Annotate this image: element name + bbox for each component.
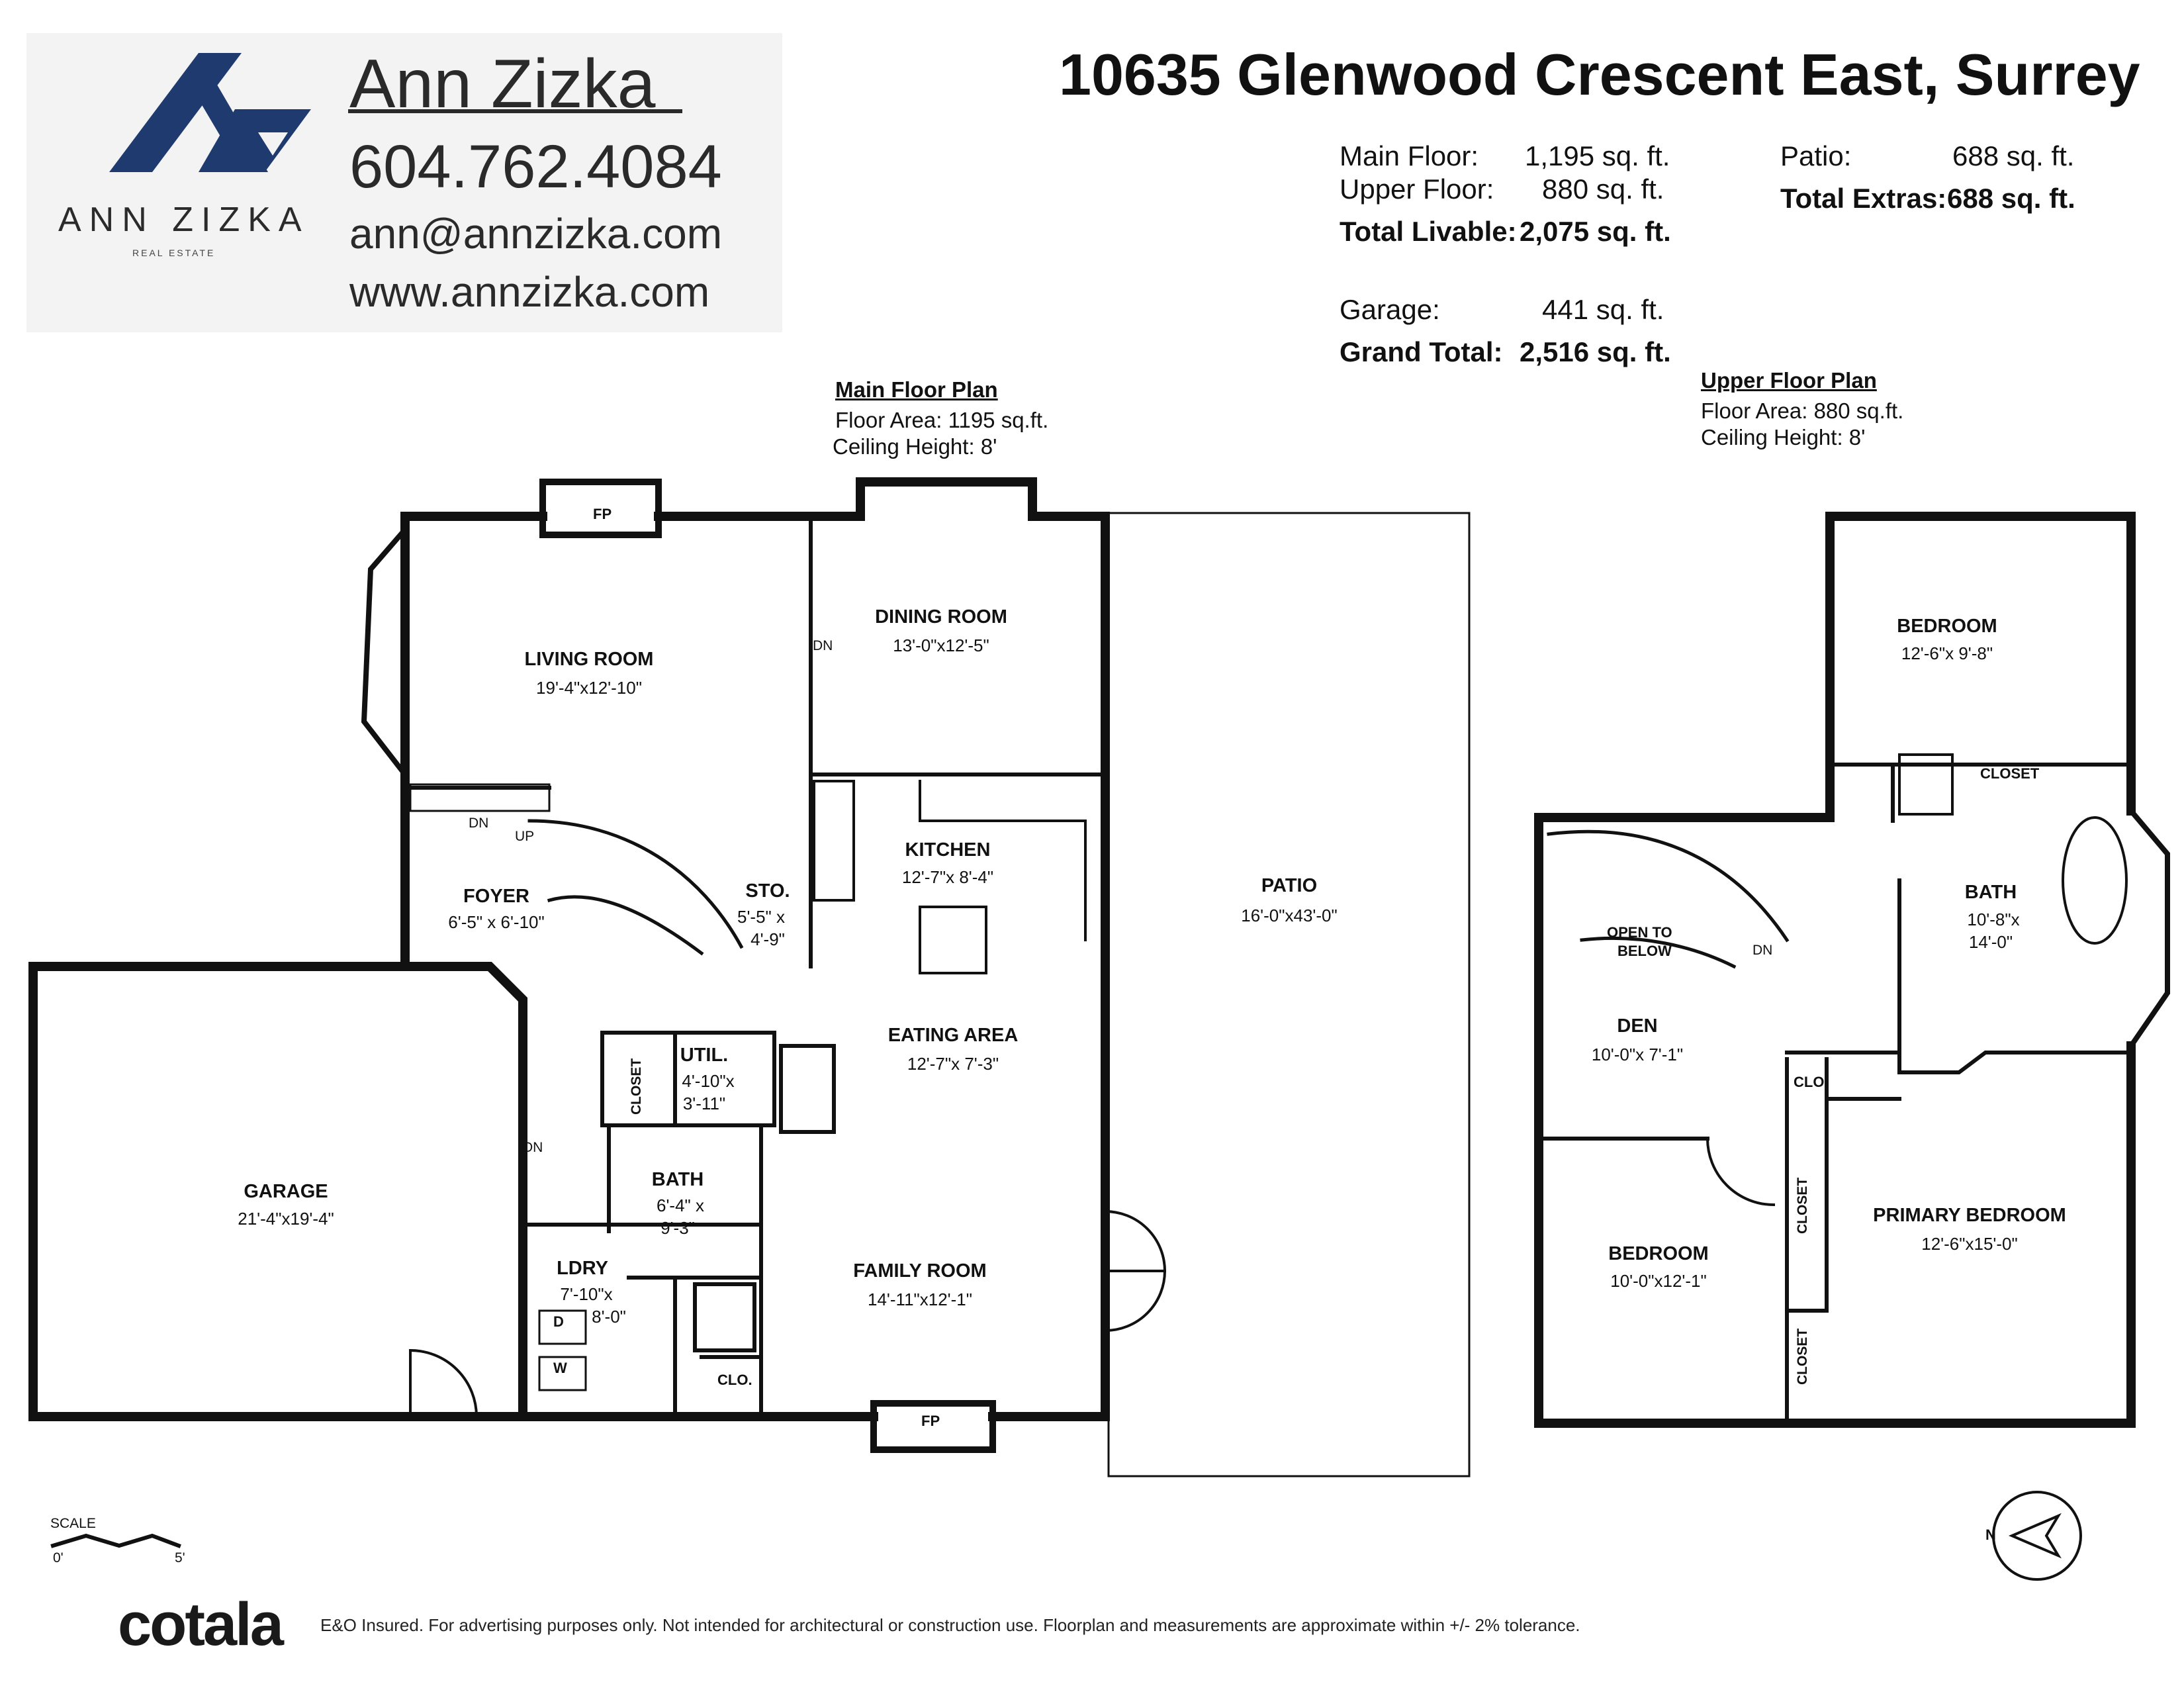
room-bath-main: BATH bbox=[651, 1169, 704, 1190]
main-floor-interior bbox=[403, 514, 1167, 1419]
room-living: LIVING ROOM bbox=[524, 649, 654, 670]
compass-north-label: N bbox=[1985, 1526, 1996, 1543]
total-extras-label: Total Extras: bbox=[1780, 183, 1947, 214]
room-bedroom-upper-2: BEDROOM bbox=[1608, 1243, 1709, 1264]
fireplace-label-bottom: FP bbox=[921, 1413, 940, 1429]
room-patio-dim: 16'-0"x43'-0" bbox=[1241, 906, 1338, 925]
room-dining-dim: 13'-0"x12'-5" bbox=[893, 635, 989, 655]
scale-zero: 0' bbox=[53, 1550, 64, 1566]
garage-area-label: Garage: bbox=[1340, 294, 1440, 325]
room-storage-dim1: 5'-5" x bbox=[737, 907, 785, 927]
closet-label-upper-1: CLOSET bbox=[1795, 1177, 1810, 1234]
grand-total-label: Grand Total: bbox=[1340, 336, 1503, 367]
main-floor-value: 1,195 sq. ft. bbox=[1525, 140, 1670, 171]
main-floor-walls bbox=[28, 477, 1110, 1453]
closet-label-main: CLOSET bbox=[629, 1058, 644, 1115]
stairs-down-upper: DN bbox=[1752, 943, 1773, 958]
stairs-up-label: UP bbox=[515, 829, 535, 844]
room-kitchen: KITCHEN bbox=[905, 839, 991, 861]
total-livable-label: Total Livable: bbox=[1340, 216, 1517, 247]
room-laundry-dim1: 7'-10"x bbox=[560, 1284, 613, 1304]
total-livable-value: 2,075 sq. ft. bbox=[1520, 216, 1671, 247]
room-bath-upper-dim1: 10'-8"x bbox=[1967, 910, 2020, 929]
open-to-below-2: BELOW bbox=[1617, 943, 1672, 959]
room-family: FAMILY ROOM bbox=[853, 1260, 987, 1282]
room-bath-upper: BATH bbox=[1964, 882, 2017, 903]
room-living-dim: 19'-4"x12'-10" bbox=[536, 678, 642, 698]
room-eating: EATING AREA bbox=[887, 1025, 1019, 1046]
room-primary-bedroom-dim: 12'-6"x15'-0" bbox=[1921, 1234, 2018, 1254]
room-foyer: FOYER bbox=[463, 886, 529, 907]
patio-outline bbox=[1107, 512, 1471, 1477]
scale-bar bbox=[50, 1533, 181, 1548]
patio-area-value: 688 sq. ft. bbox=[1952, 140, 2075, 171]
room-dining: DINING ROOM bbox=[875, 606, 1007, 628]
upper-floor-value: 880 sq. ft. bbox=[1542, 173, 1664, 205]
patio-area-label: Patio: bbox=[1780, 140, 1852, 171]
main-plan-ceiling: Ceiling Height: 8' bbox=[833, 434, 997, 459]
room-storage: STO. bbox=[745, 880, 790, 902]
total-extras-value: 688 sq. ft. bbox=[1947, 183, 2075, 214]
main-plan-heading: Main Floor Plan bbox=[835, 377, 998, 402]
logo-subtitle: REAL ESTATE bbox=[132, 248, 216, 258]
room-patio: PATIO bbox=[1261, 875, 1318, 896]
room-bedroom-upper-1-dim: 12'-6"x 9'-8" bbox=[1901, 643, 1993, 663]
agent-branding-panel bbox=[26, 33, 782, 332]
compass-rose-icon bbox=[1992, 1491, 2082, 1581]
room-den-dim: 10'-0"x 7'-1" bbox=[1591, 1045, 1684, 1064]
grand-total-value: 2,516 sq. ft. bbox=[1520, 336, 1671, 367]
room-utility: UTIL. bbox=[680, 1045, 729, 1066]
room-garage: GARAGE bbox=[244, 1181, 328, 1202]
cotala-logo: cotala bbox=[118, 1591, 284, 1658]
room-bedroom-upper-2-dim: 10'-0"x12'-1" bbox=[1610, 1271, 1707, 1291]
main-plan-area: Floor Area: 1195 sq.ft. bbox=[835, 408, 1049, 432]
stairs-down-garage: DN bbox=[523, 1140, 543, 1155]
logo-wordmark: ANN ZIZKA bbox=[58, 201, 310, 239]
stairs-down-dining: DN bbox=[813, 638, 833, 653]
washer-label: W bbox=[553, 1360, 567, 1376]
open-to-below-1: OPEN TO bbox=[1607, 924, 1672, 941]
dryer-label: D bbox=[553, 1313, 564, 1330]
upper-plan-area: Floor Area: 880 sq.ft. bbox=[1701, 399, 1904, 423]
upper-floor-label: Upper Floor: bbox=[1340, 173, 1494, 205]
room-den: DEN bbox=[1617, 1015, 1658, 1037]
agent-website: www.annzizka.com bbox=[349, 268, 710, 316]
fireplace-label-top: FP bbox=[593, 506, 612, 522]
room-storage-dim2: 4'-9" bbox=[751, 929, 785, 949]
room-garage-dim: 21'-4"x19'-4" bbox=[238, 1209, 334, 1229]
room-utility-dim1: 4'-10"x bbox=[682, 1071, 735, 1091]
scale-label: SCALE bbox=[50, 1516, 96, 1531]
scale-five: 5' bbox=[175, 1550, 185, 1566]
upper-floor-walls bbox=[1534, 512, 2170, 1428]
disclaimer-text: E&O Insured. For advertising purposes on… bbox=[320, 1615, 1580, 1635]
agent-logo-icon bbox=[109, 53, 311, 172]
property-address-title: 10635 Glenwood Crescent East, Surrey bbox=[1059, 42, 2140, 107]
room-bath-main-dim2: 9'-3" bbox=[660, 1218, 695, 1238]
upper-plan-heading: Upper Floor Plan bbox=[1701, 368, 1877, 393]
room-eating-dim: 12'-7"x 7'-3" bbox=[907, 1054, 999, 1074]
room-laundry: LDRY bbox=[557, 1258, 608, 1279]
room-primary-bedroom: PRIMARY BEDROOM bbox=[1873, 1205, 2066, 1226]
closet-label-upper-bedroom: CLOSET bbox=[1980, 765, 2040, 782]
closet-label-upper-2: CLOSET bbox=[1795, 1328, 1810, 1385]
main-floor-label: Main Floor: bbox=[1340, 140, 1479, 171]
room-utility-dim2: 3'-11" bbox=[682, 1094, 726, 1113]
garage-area-value: 441 sq. ft. bbox=[1542, 294, 1664, 325]
room-foyer-dim: 6'-5" x 6'-10" bbox=[448, 912, 545, 932]
upper-floor-interior bbox=[1537, 753, 2133, 1425]
room-laundry-dim2: 8'-0" bbox=[592, 1307, 626, 1327]
room-kitchen-dim: 12'-7"x 8'-4" bbox=[901, 867, 994, 887]
room-bath-upper-dim2: 14'-0" bbox=[1968, 932, 2013, 952]
room-bath-main-dim1: 6'-4" x bbox=[657, 1196, 704, 1215]
closet-short-main: CLO. bbox=[717, 1372, 752, 1388]
upper-plan-ceiling: Ceiling Height: 8' bbox=[1701, 425, 1866, 449]
closet-short-upper: CLO. bbox=[1794, 1074, 1829, 1090]
stairs-down-living: DN bbox=[469, 816, 489, 831]
agent-name-underline bbox=[348, 109, 682, 113]
agent-phone: 604.762.4084 bbox=[349, 133, 722, 201]
room-bedroom-upper-1: BEDROOM bbox=[1897, 616, 1997, 637]
room-family-dim: 14'-11"x12'-1" bbox=[868, 1289, 972, 1309]
agent-email: ann@annzizka.com bbox=[349, 210, 723, 258]
